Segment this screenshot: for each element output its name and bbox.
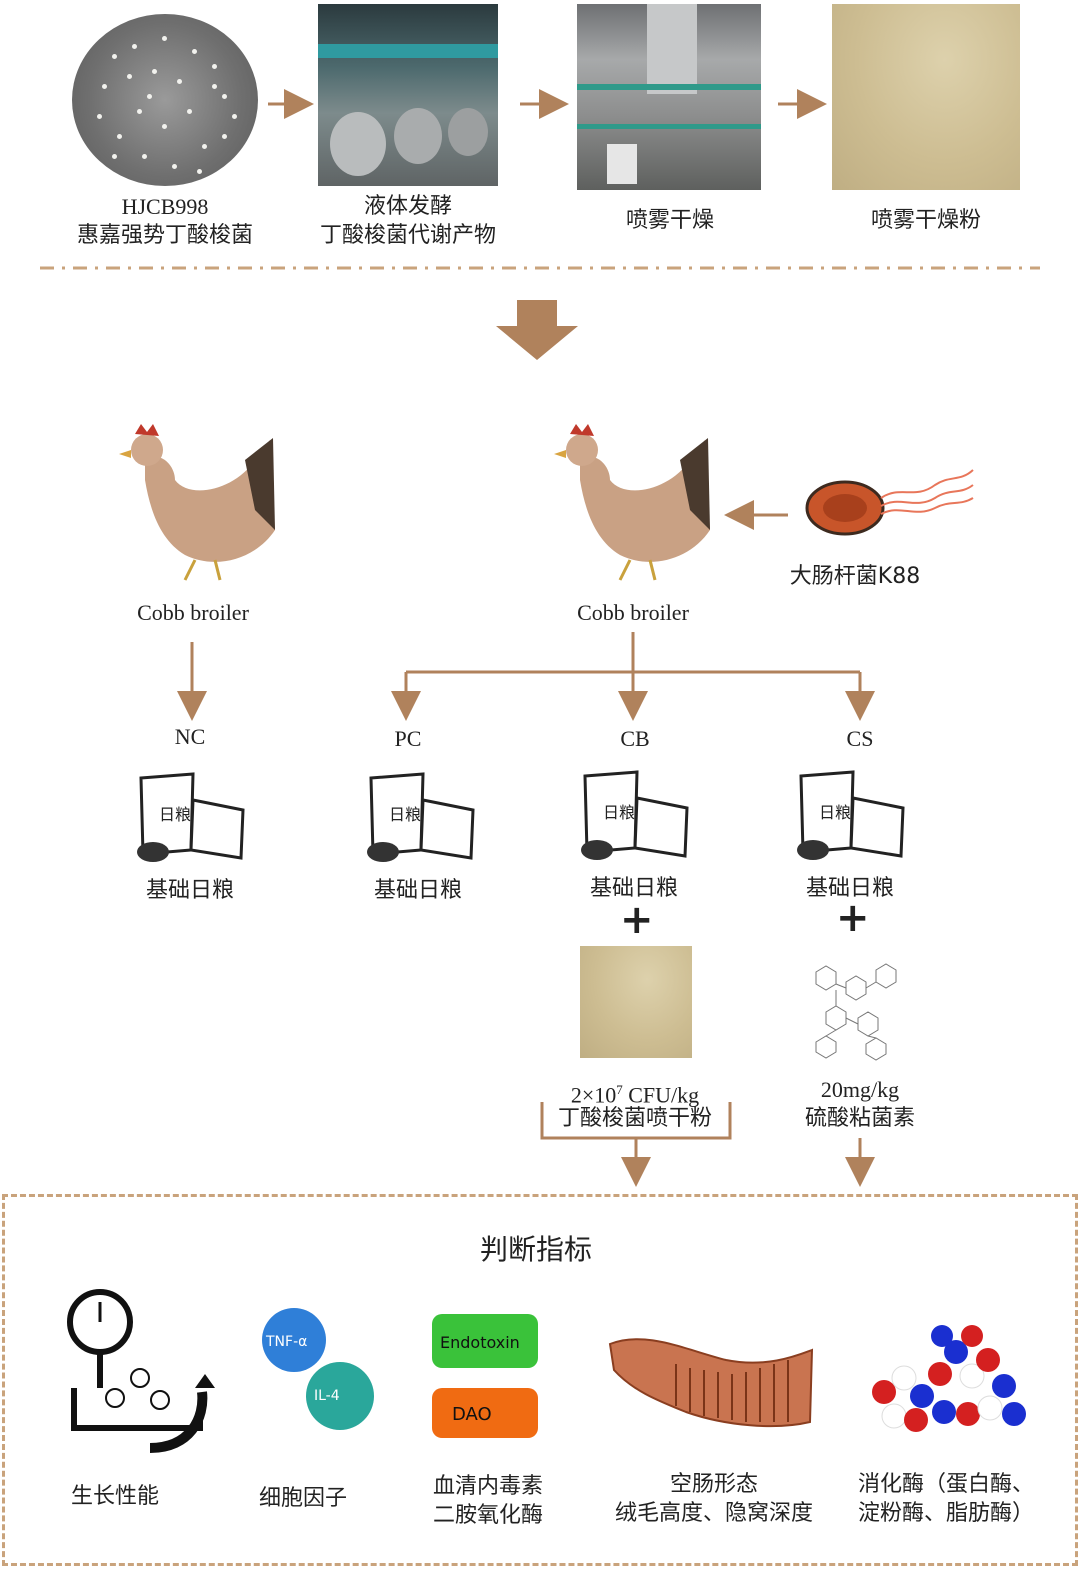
cb-diet-label: 基础日粮	[589, 876, 678, 901]
feed-bag-text: 日粮	[389, 805, 421, 824]
step1-caption: HJCB998 惠嘉强势丁酸梭菌	[50, 192, 280, 250]
nc-diet-label: 基础日粮	[145, 878, 234, 903]
step2-caption: 液体发酵 丁酸梭菌代谢产物	[298, 192, 518, 250]
indicator-growth-label: 生长性能	[70, 1484, 159, 1509]
pc-diet-label: 基础日粮	[373, 878, 462, 903]
endotoxin-dao-icon: Endotoxin DAO	[432, 1314, 538, 1438]
ecoli-bacterium-icon	[805, 469, 974, 536]
step3-caption: 喷雾干燥	[625, 208, 714, 233]
chicken-right-icon	[554, 424, 710, 581]
spray-tower-icon	[577, 4, 761, 184]
strain-name: 惠嘉强势丁酸梭菌	[76, 223, 253, 248]
cytokine-icon: TNF-α IL-4	[262, 1308, 374, 1430]
step4-caption: 喷雾干燥粉	[870, 208, 981, 233]
cb-dose-base: 2×10	[570, 1082, 617, 1108]
feed-bag-icon: 日粮	[367, 772, 475, 862]
feed-bag-icon: 日粮	[581, 770, 689, 860]
colistin-structure-icon	[815, 963, 897, 1061]
group-cs-label: CS	[846, 726, 874, 751]
chicken-left-icon	[119, 424, 275, 581]
fermenter-tanks-icon	[318, 44, 498, 176]
feed-bag-text: 日粮	[603, 803, 635, 822]
fermentation-image	[318, 4, 498, 186]
cb-plus-sign: +	[620, 897, 654, 943]
petri-dish-image	[72, 14, 258, 186]
enzyme-line1: 消化酶（蛋白酶、	[857, 1472, 1034, 1497]
endotoxin-tag: Endotoxin	[440, 1333, 520, 1352]
jejunum-line2: 绒毛高度、隐窝深度	[614, 1501, 813, 1526]
cs-plus-sign: +	[836, 895, 870, 941]
cb-dose-unit: CFU/kg	[622, 1082, 700, 1108]
cb-dose: 2×107 CFU/kg	[530, 1075, 740, 1109]
jejunum-icon	[608, 1338, 814, 1428]
dao-tag: DAO	[452, 1404, 492, 1425]
pathogen-label: 大肠杆菌K88	[789, 564, 921, 589]
group-nc-label: NC	[174, 724, 206, 749]
feed-bag-icon: 日粮	[137, 772, 245, 862]
cytokine-tag-1: TNF-α	[265, 1334, 307, 1350]
group-pc-label: PC	[394, 726, 422, 751]
indicator-serum-label: 血清内毒素 二胺氧化酶	[408, 1472, 568, 1530]
cs-additive-name: 硫酸粘菌素	[804, 1106, 915, 1131]
cb-powder-image	[580, 946, 692, 1058]
cb-additive-name: 丁酸梭菌喷干粉	[557, 1106, 712, 1131]
scale-icon	[67, 1289, 215, 1453]
enzyme-line2: 淀粉酶、脂肪酶）	[857, 1501, 1034, 1526]
feed-bag-text: 日粮	[159, 805, 191, 824]
broiler-label-left: Cobb broiler	[137, 600, 249, 625]
spray-dryer-image	[577, 4, 761, 190]
cytokine-tag-2: IL-4	[314, 1388, 340, 1404]
feed-bag-icon: 日粮	[797, 770, 905, 860]
broiler-label-right: Cobb broiler	[577, 600, 689, 625]
step2-line2: 丁酸梭菌代谢产物	[319, 223, 496, 248]
cs-dose: 20mg/kg	[820, 1077, 900, 1102]
group-cb-label: CB	[620, 726, 650, 751]
step2-line1: 液体发酵	[363, 194, 452, 219]
cb-dose-exponent: 7	[616, 1082, 623, 1097]
indicators-title: 判断指标	[479, 1233, 592, 1266]
indicator-enzyme-label: 消化酶（蛋白酶、 淀粉酶、脂肪酶）	[846, 1470, 1046, 1528]
enzyme-molecule-icon	[872, 1325, 1026, 1432]
serum-line2: 二胺氧化酶	[432, 1503, 543, 1528]
indicator-box	[2, 1194, 1078, 1566]
feed-bag-text: 日粮	[819, 803, 851, 822]
powder-image	[832, 4, 1020, 190]
big-down-arrow	[496, 300, 578, 360]
serum-line1: 血清内毒素	[432, 1474, 543, 1499]
indicator-jejunum-label: 空肠形态 绒毛高度、隐窝深度	[594, 1470, 834, 1528]
indicator-cytokine-label: 细胞因子	[258, 1486, 347, 1511]
cs-diet-label: 基础日粮	[805, 876, 894, 901]
strain-code: HJCB998	[121, 194, 209, 219]
jejunum-line1: 空肠形态	[669, 1472, 758, 1497]
